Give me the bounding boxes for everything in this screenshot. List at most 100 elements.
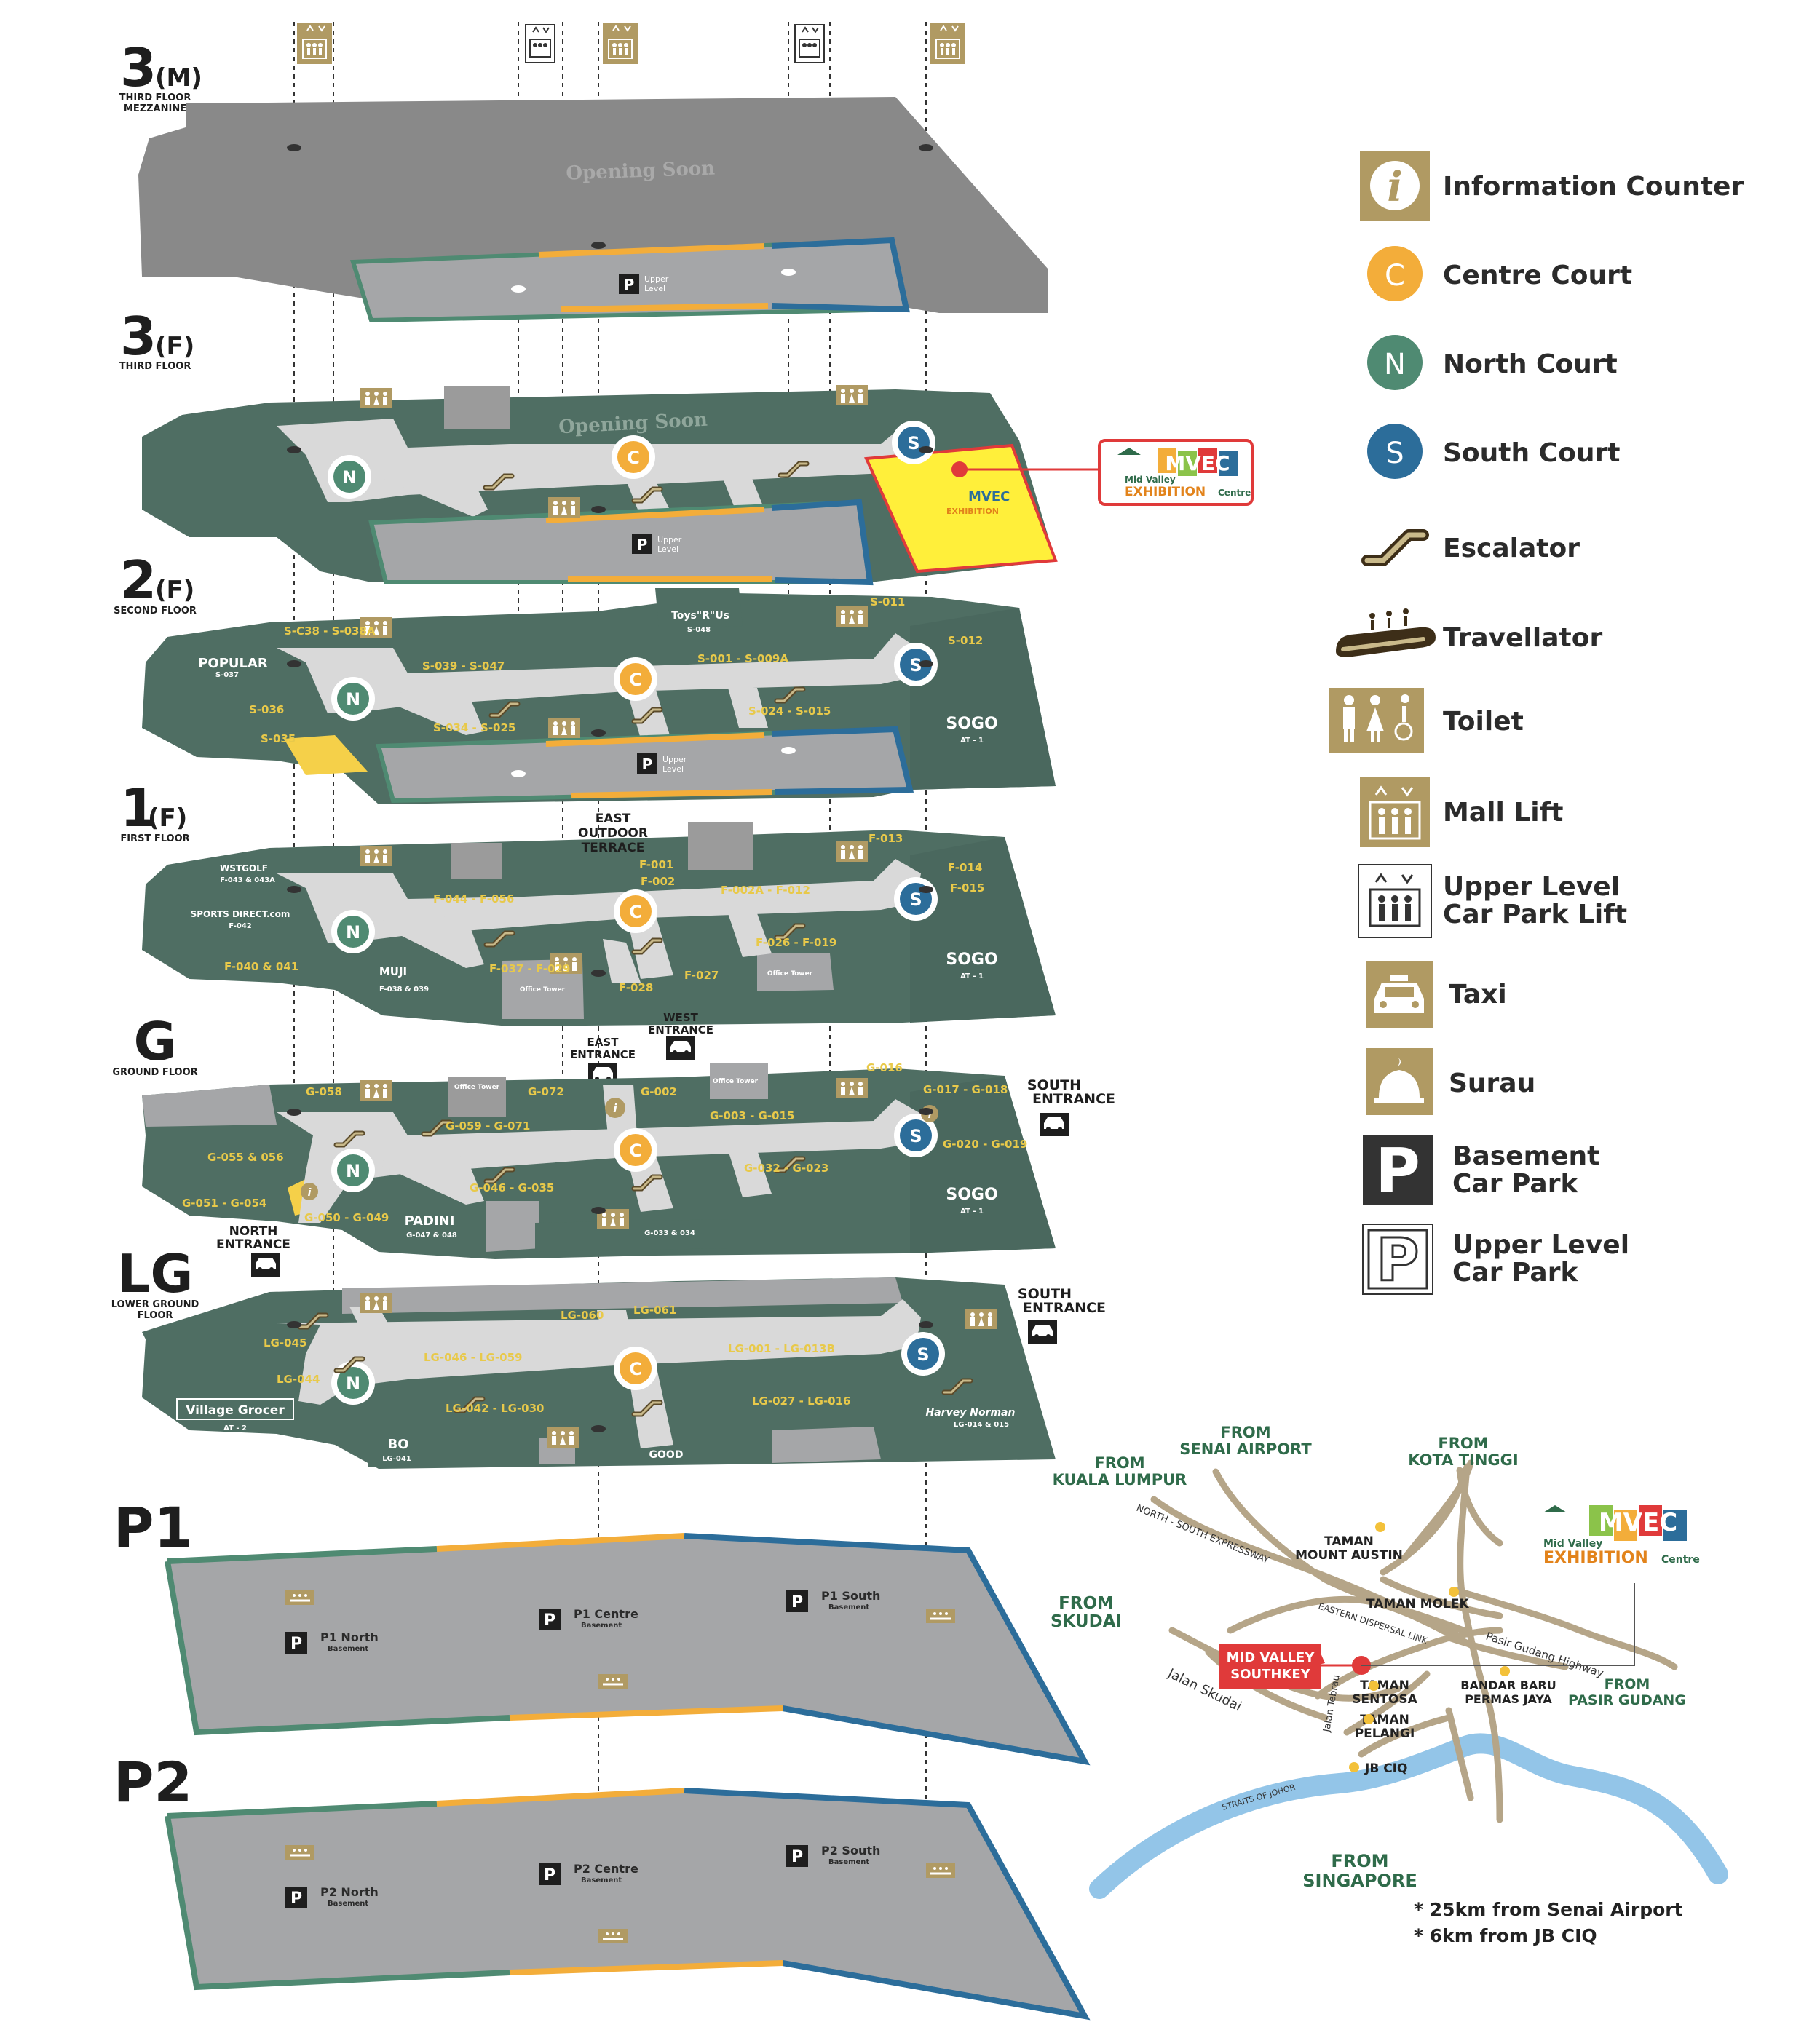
svg-text:LG-042 - LG-030: LG-042 - LG-030 (446, 1402, 544, 1415)
svg-text:SOUTHKEY: SOUTHKEY (1230, 1667, 1310, 1682)
svg-text:P: P (544, 1866, 555, 1884)
svg-text:South Court: South Court (1443, 438, 1620, 468)
north-entrance: NORTH ENTRANCE (216, 1224, 290, 1277)
svg-text:C: C (629, 1359, 642, 1379)
svg-text:S: S (907, 433, 919, 453)
svg-text:SENTOSA: SENTOSA (1352, 1692, 1417, 1707)
svg-text:S: S (917, 1344, 929, 1365)
svg-text:SPORTS DIRECT.com: SPORTS DIRECT.com (191, 909, 290, 919)
svg-text:Level: Level (644, 284, 665, 293)
entrances: WEST ENTRANCE EAST ENTRANCE SOUTH ENTRAN… (216, 1011, 1115, 1344)
legend-item-information-counter: i Information Counter (1360, 151, 1744, 221)
svg-text:S: S (909, 655, 922, 675)
svg-text:P: P (637, 536, 648, 553)
svg-text:F-040 & 041: F-040 & 041 (224, 960, 298, 973)
svg-text:S-048: S-048 (687, 626, 711, 634)
svg-text:F-037 - F-029: F-037 - F-029 (489, 962, 570, 975)
svg-text:GROUND FLOOR: GROUND FLOOR (112, 1067, 197, 1078)
svg-text:Office Tower: Office Tower (520, 986, 566, 994)
legend-item-south-court: S South Court (1367, 424, 1620, 479)
svg-text:Centre: Centre (1218, 488, 1251, 498)
svg-text:PASIR GUDANG: PASIR GUDANG (1568, 1692, 1686, 1708)
svg-text:G-047 & 048: G-047 & 048 (406, 1232, 457, 1240)
p1-centre-label: P P1 Centre Basement (539, 1607, 638, 1630)
upper-level-parking-marker: P Upper Level (619, 274, 669, 294)
svg-text:G-033 & 034: G-033 & 034 (644, 1229, 695, 1237)
mall-lift-icon (296, 23, 333, 65)
surau-icon (1366, 1048, 1433, 1115)
legend-item-mall-lift: Mall Lift (1360, 777, 1563, 847)
svg-text:N: N (346, 1373, 360, 1394)
mid-valley-southkey-marker: MID VALLEY SOUTHKEY (1219, 1644, 1371, 1689)
svg-text:Basement: Basement (828, 1858, 869, 1866)
top-lift-icons (296, 23, 966, 65)
svg-text:F-001: F-001 (639, 858, 673, 871)
svg-text:P: P (624, 276, 635, 293)
level-1f-label: 1 (F) FIRST FLOOR (120, 777, 190, 844)
svg-text:ENTRANCE: ENTRANCE (570, 1048, 636, 1061)
svg-text:i: i (308, 1187, 312, 1199)
svg-text:MOUNT AUSTIN: MOUNT AUSTIN (1295, 1548, 1403, 1563)
svg-text:G-002: G-002 (641, 1085, 677, 1098)
svg-text:* 6km from JB CIQ: * 6km from JB CIQ (1414, 1925, 1597, 1946)
svg-text:POPULAR: POPULAR (198, 656, 268, 671)
svg-text:F-015: F-015 (950, 881, 984, 895)
svg-text:FROM: FROM (1059, 1594, 1114, 1613)
mvec-area (864, 443, 1058, 574)
floor-2f: N C S S-C38 - S-038A S-039 - S-047 S-001… (142, 588, 1056, 804)
svg-text:SOGO: SOGO (946, 951, 997, 969)
svg-text:F-013: F-013 (869, 832, 903, 845)
svg-text:Car Park Lift: Car Park Lift (1443, 900, 1627, 929)
svg-text:F-014: F-014 (948, 861, 982, 874)
svg-text:LG-061: LG-061 (633, 1304, 676, 1317)
p1-north-label: P P1 North Basement (285, 1630, 379, 1654)
svg-text:S-011: S-011 (870, 595, 905, 608)
svg-text:SENAI AIRPORT: SENAI AIRPORT (1179, 1440, 1312, 1458)
svg-text:N: N (346, 1161, 360, 1181)
mall-lift-icon (1360, 777, 1430, 847)
svg-text:Mid Valley: Mid Valley (1125, 475, 1176, 485)
svg-text:KUALA LUMPUR: KUALA LUMPUR (1053, 1471, 1187, 1488)
svg-text:F-042: F-042 (229, 922, 252, 930)
toilet-icon (1329, 688, 1424, 753)
svg-text:P1: P1 (114, 1495, 193, 1560)
svg-text:SOUTH: SOUTH (1018, 1286, 1072, 1302)
svg-text:P1 South: P1 South (821, 1589, 880, 1603)
svg-text:Centre Court: Centre Court (1443, 261, 1632, 290)
escalator-icon (1361, 529, 1429, 566)
svg-text:(M): (M) (155, 63, 202, 92)
svg-text:(F): (F) (155, 576, 194, 605)
svg-text:S-034 - S-025: S-034 - S-025 (433, 721, 515, 734)
p2-north-label: P P2 North Basement (285, 1885, 379, 1908)
level-3f-label: 3 (F) THIRD FLOOR (119, 306, 195, 372)
svg-text:AT - 1: AT - 1 (960, 1208, 984, 1216)
legend-item-north-court: N North Court (1367, 335, 1618, 390)
svg-text:S-C38 - S-038A: S-C38 - S-038A (284, 625, 376, 638)
west-entrance: WEST ENTRANCE (648, 1011, 713, 1060)
legend-item-upper-parking: P Upper Level Car Park (1362, 1224, 1629, 1296)
legend: i Information Counter C Centre Court N N… (1329, 151, 1744, 1296)
level-2f-label: 2 (F) SECOND FLOOR (114, 550, 197, 616)
svg-text:S: S (909, 1126, 922, 1146)
legend-item-escalator: Escalator (1361, 529, 1580, 566)
svg-text:LG-045: LG-045 (264, 1336, 306, 1349)
svg-text:1: 1 (120, 777, 157, 838)
svg-text:LG: LG (117, 1243, 194, 1304)
svg-text:Information Counter: Information Counter (1443, 172, 1744, 202)
svg-text:KOTA TINGGI: KOTA TINGGI (1408, 1451, 1518, 1469)
svg-text:TAMAN: TAMAN (1360, 1678, 1409, 1693)
floor-g: N C S i i i G-058 G-072 G-002 G-016 G-01… (142, 1061, 1056, 1259)
svg-text:AT - 1: AT - 1 (960, 737, 984, 745)
legend-item-toilet: Toilet (1329, 688, 1524, 753)
svg-text:Toilet: Toilet (1443, 707, 1524, 737)
svg-text:3: 3 (120, 306, 157, 367)
legend-item-taxi: Taxi (1366, 961, 1507, 1028)
upper-level-parking-marker: P Upper Level (632, 534, 682, 554)
legend-item-surau: Surau (1366, 1048, 1535, 1115)
south-entrance-lg: SOUTH ENTRANCE (1018, 1286, 1106, 1344)
mvec-callout: MVEC Mid Valley EXHIBITION Centre (1098, 439, 1254, 506)
svg-text:F-043 & 043A: F-043 & 043A (220, 876, 275, 884)
svg-text:S-039 - S-047: S-039 - S-047 (422, 659, 505, 673)
svg-text:LG-028: LG-028 (652, 1470, 681, 1478)
